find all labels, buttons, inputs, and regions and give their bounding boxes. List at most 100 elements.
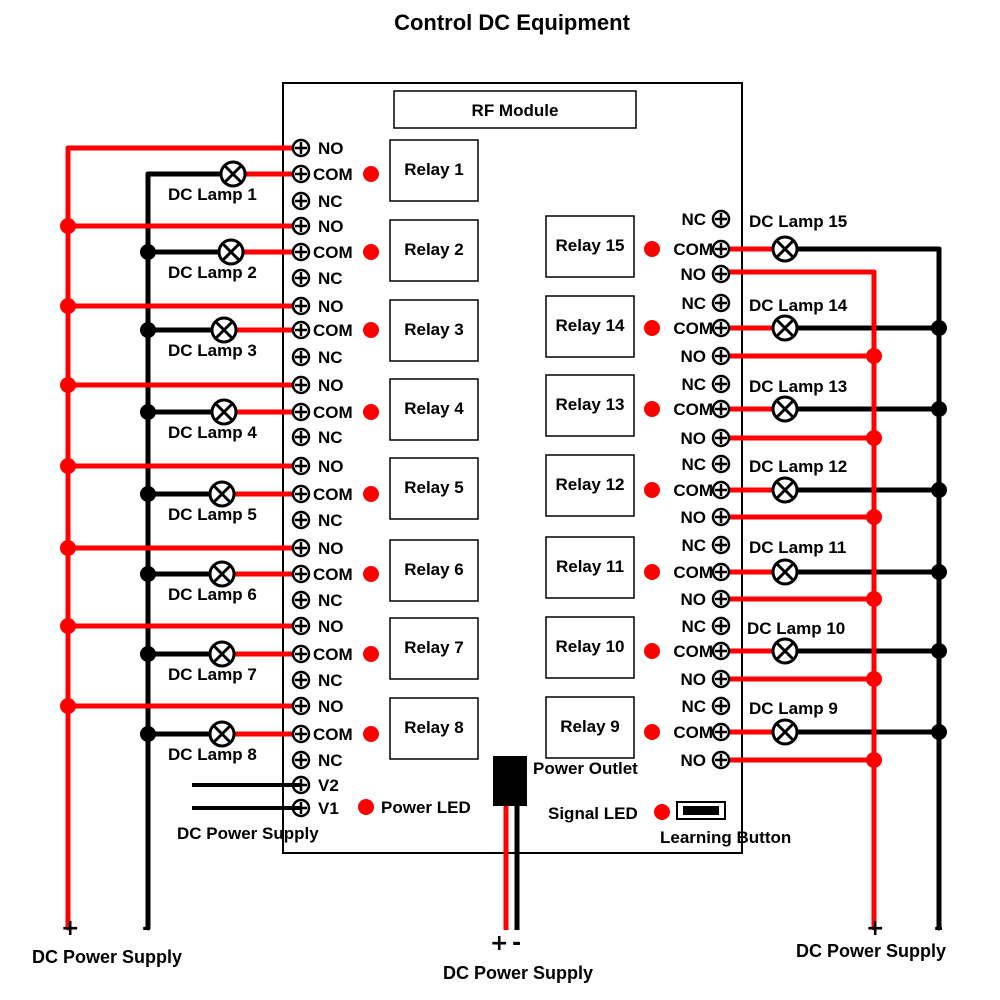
relay-led-icon (363, 486, 379, 502)
relay-led-icon (644, 241, 660, 257)
left-plus-sign: + (61, 916, 79, 941)
terminal-screw-icon (711, 641, 731, 661)
wire-junction (140, 404, 156, 420)
nc-label: NC (318, 192, 343, 211)
wire-junction (866, 348, 882, 364)
wire-junction (866, 591, 882, 607)
terminal-screw-icon (291, 375, 311, 395)
relay-led-icon (363, 166, 379, 182)
lamp-label-7: DC Lamp 7 (168, 665, 257, 684)
no-label: NO (681, 429, 707, 448)
terminal-screw-icon (711, 346, 731, 366)
terminal-screw-icon (711, 696, 731, 716)
wire-junction (931, 724, 947, 740)
terminal-screw-icon (711, 293, 731, 313)
power-outlet-label: Power Outlet (533, 759, 638, 778)
relay-box (389, 457, 479, 520)
terminal-screw-icon (711, 616, 731, 636)
com-label: COM (673, 319, 713, 338)
lamp-label-6: DC Lamp 6 (168, 585, 257, 604)
terminal-screw-icon (291, 320, 311, 340)
right-supply-label: DC Power Supply (796, 941, 946, 961)
lamp-label-1: DC Lamp 1 (168, 185, 257, 204)
wire-junction (866, 509, 882, 525)
terminal-screw-icon (291, 750, 311, 770)
no-label: NO (318, 617, 344, 636)
lamp-label-10: DC Lamp 10 (747, 619, 845, 638)
relay-label-5: Relay 5 (404, 478, 464, 497)
terminal-screw-icon (291, 564, 311, 584)
relay-led-icon (644, 401, 660, 417)
no-label: NO (318, 297, 344, 316)
lamp-label-5: DC Lamp 5 (168, 505, 257, 524)
relay-box (389, 697, 479, 760)
nc-label: NC (681, 697, 706, 716)
lamp-label-9: DC Lamp 9 (749, 699, 838, 718)
relay-led-icon (644, 482, 660, 498)
com-label: COM (673, 400, 713, 419)
positive-wires (60, 145, 882, 931)
outlet-plus-sign: + (490, 931, 508, 956)
terminal-screw-icon (291, 775, 311, 795)
lamp-icon (771, 235, 799, 263)
nc-label: NC (681, 455, 706, 474)
no-label: NO (318, 217, 344, 236)
relay-led-icon (363, 404, 379, 420)
power-led-label: Power LED (381, 798, 471, 817)
lamp-icon (771, 476, 799, 504)
no-label: NO (318, 376, 344, 395)
relay-box (389, 617, 479, 680)
bottom-supply-label: DC Power Supply (443, 963, 593, 983)
lamp-label-12: DC Lamp 12 (749, 457, 847, 476)
signal-led-icon (654, 804, 670, 820)
no-label: NO (681, 751, 707, 770)
nc-label: NC (318, 751, 343, 770)
wire-junction (140, 322, 156, 338)
wire-junction (60, 377, 76, 393)
relay-led-icon (644, 724, 660, 740)
terminal-screw-icon (291, 696, 311, 716)
wire-junction (140, 244, 156, 260)
wire-junction (60, 618, 76, 634)
wire-junction (866, 752, 882, 768)
board-supply-label: DC Power Supply (177, 824, 319, 843)
lamp-label-11: DC Lamp 11 (749, 538, 846, 557)
nc-label: NC (681, 536, 706, 555)
terminal-screw-icon (291, 216, 311, 236)
terminal-screw-icon (711, 454, 731, 474)
relay-label-11: Relay 11 (556, 557, 624, 576)
no-label: NO (318, 697, 344, 716)
lamp-label-15: DC Lamp 15 (749, 212, 847, 231)
no-label: NO (681, 508, 707, 527)
right-plus-sign: + (866, 916, 884, 941)
negative-wires (140, 171, 947, 931)
wire-junction (60, 298, 76, 314)
terminal-screw-icon (291, 670, 311, 690)
relay-led-icon (363, 726, 379, 742)
wire-junction (931, 320, 947, 336)
signal-led-label: Signal LED (548, 804, 638, 823)
relay-box (545, 536, 635, 599)
wire-junction (140, 726, 156, 742)
terminal-screw-icon (291, 510, 311, 530)
relay-label-12: Relay 12 (556, 475, 625, 494)
rf-module-box (393, 90, 637, 129)
learning-button-icon[interactable] (676, 801, 726, 820)
no-label: NO (318, 139, 344, 158)
lamp-icon (208, 560, 236, 588)
terminal-screw-icon (711, 480, 731, 500)
lamp-label-3: DC Lamp 3 (168, 341, 257, 360)
relay-label-4: Relay 4 (404, 399, 464, 418)
no-label: NO (318, 457, 344, 476)
power-led-icon (358, 799, 374, 815)
terminal-screw-icon (291, 456, 311, 476)
rf-module-label: RF Module (472, 101, 559, 120)
nc-label: NC (318, 511, 343, 530)
relay-box (389, 299, 479, 362)
lamp-icon (771, 395, 799, 423)
terminal-screw-icon (291, 724, 311, 744)
terminal-screw-icon (711, 589, 731, 609)
lamp-icon (210, 398, 238, 426)
lamp-icon (208, 640, 236, 668)
nc-label: NC (318, 348, 343, 367)
